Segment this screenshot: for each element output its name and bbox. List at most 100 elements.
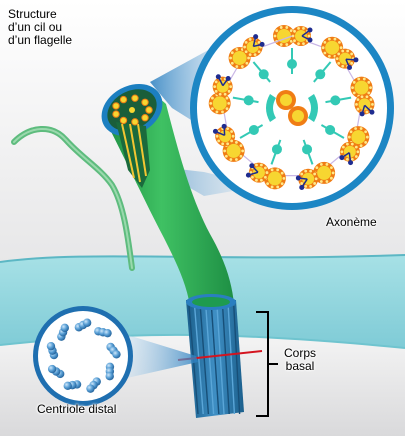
spoke-head [315, 69, 326, 80]
tubule-lumen [216, 80, 229, 93]
protofilament [285, 43, 289, 46]
dynein-head [339, 155, 345, 161]
protofilament [313, 172, 317, 176]
protofilament [323, 51, 327, 55]
protofilament [339, 46, 343, 50]
spoke-head [330, 95, 341, 106]
basal-body-label: Corps basal [284, 347, 316, 373]
basal-body-bracket [256, 311, 278, 417]
protofilament [280, 182, 284, 186]
protofilament [333, 37, 337, 41]
protofilament [241, 149, 245, 153]
title-line-2: d’un cil ou [8, 20, 63, 34]
spoke-head [302, 144, 313, 155]
protofilament [350, 52, 354, 56]
protofilament [337, 52, 341, 56]
centriole-microtubule [47, 364, 57, 374]
protofilament [259, 163, 263, 167]
tubule-lumen [317, 165, 332, 180]
basal-triplet-line [210, 305, 220, 415]
protofilament [276, 168, 280, 172]
protofilament [313, 182, 317, 185]
protofilament [369, 86, 372, 90]
protofilament [364, 130, 368, 134]
protofilament [365, 95, 369, 99]
protofilament [240, 65, 244, 68]
spoke-head [248, 125, 259, 135]
protofilament [304, 169, 308, 173]
basal-triplet-line [227, 305, 236, 415]
protofilament [229, 85, 233, 89]
protofilament [315, 166, 319, 170]
protofilament [341, 145, 345, 149]
spoke-head [325, 125, 336, 135]
basal-triplet-line [221, 305, 230, 415]
dynein-head [299, 184, 305, 190]
tubule-lumen [295, 30, 307, 42]
protofilament [223, 92, 227, 96]
protofilament [350, 158, 354, 161]
protofilament [338, 41, 341, 44]
protofilament [213, 85, 217, 89]
protofilament [211, 107, 214, 111]
protofilament [327, 37, 331, 41]
title-line-1: Structure [8, 7, 57, 21]
protofilament [248, 38, 252, 41]
centriole-microtubule [60, 323, 69, 333]
microtubule-lines [121, 123, 147, 183]
central-lumen [292, 110, 304, 122]
protofilament [247, 56, 250, 60]
protofilament [293, 29, 296, 33]
protofilament [323, 41, 327, 44]
protofilament [229, 158, 233, 161]
central-lumen [280, 94, 292, 106]
dynein-head [221, 123, 227, 129]
protofilament [356, 98, 360, 102]
protofilament [325, 180, 329, 183]
protofilament [367, 91, 371, 95]
protofilament [304, 184, 308, 188]
protofilament [270, 168, 274, 172]
protofilament [279, 26, 283, 29]
protofilament [224, 154, 228, 158]
distal-centriole-label: Centriole distal [37, 402, 117, 416]
protofilament [255, 163, 258, 167]
protofilament [209, 101, 213, 105]
protofilament [251, 175, 254, 179]
protofilament [341, 49, 345, 53]
protofilament [230, 130, 234, 133]
section-doublet [119, 116, 128, 125]
tubule-lumen [267, 171, 282, 186]
protofilament [227, 80, 231, 84]
dynein-head [249, 163, 255, 169]
protofilament [257, 50, 261, 54]
protofilament [297, 26, 300, 30]
protofilament [356, 150, 360, 154]
protofilament [244, 40, 248, 44]
dynein-head [353, 57, 359, 63]
protofilament [282, 176, 286, 180]
protofilament [221, 142, 225, 146]
protofilament [354, 145, 358, 149]
protofilament [214, 89, 218, 93]
protofilament [226, 127, 230, 130]
protofilament [309, 169, 313, 173]
tubule-lumen [351, 130, 366, 145]
protofilament [257, 40, 261, 44]
protofilament [350, 142, 354, 146]
dynein-head [369, 109, 375, 115]
protofilament [350, 61, 354, 65]
protofilament [235, 65, 239, 68]
protofilament [325, 162, 329, 166]
protofilament [239, 154, 243, 158]
protofilament [346, 49, 350, 53]
protofilament [249, 171, 253, 174]
centriole-triplets [46, 318, 121, 393]
basal-triplet-line [205, 305, 215, 415]
protofilament [245, 61, 249, 65]
section-doublets [112, 94, 153, 126]
diagram-title: Structure d’un cil ou d’un flagelle [8, 8, 72, 47]
protofilament [275, 29, 279, 33]
protofilament [223, 149, 227, 153]
section-doublet [112, 110, 120, 118]
